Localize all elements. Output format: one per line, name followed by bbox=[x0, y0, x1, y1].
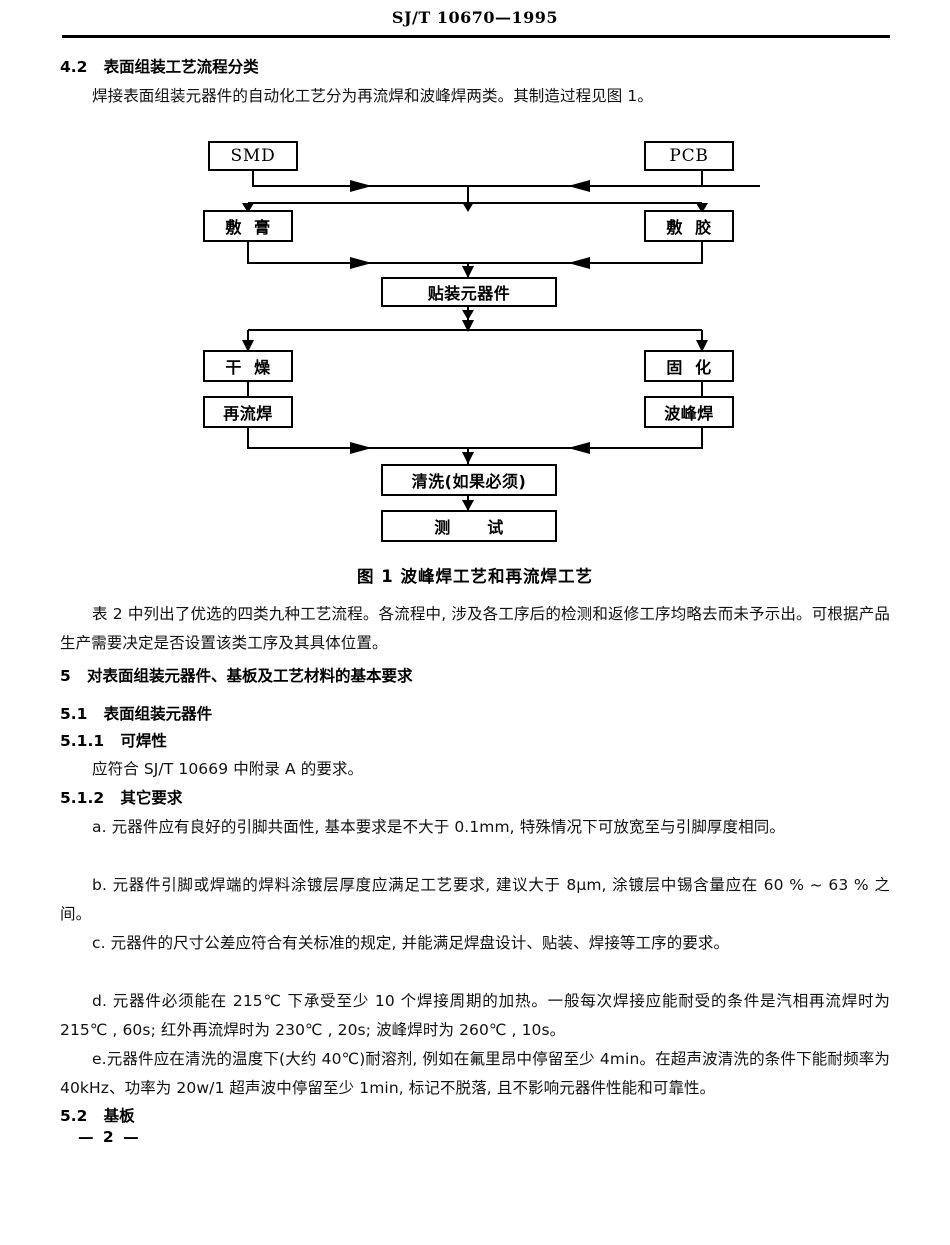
flow-node-solder-paste[interactable]: 敷 膏 bbox=[203, 210, 293, 242]
list-item-d: d. 元器件必须能在 215℃ 下承受至少 10 个焊接周期的加热。一般每次焊接… bbox=[60, 992, 890, 1039]
section-heading-5: 5 对表面组装元器件、基板及工艺材料的基本要求 bbox=[60, 667, 413, 685]
flow-node-drying[interactable]: 干 燥 bbox=[203, 350, 293, 382]
section-heading-5-1-2: 5.1.2 其它要求 bbox=[60, 789, 183, 807]
list-item-a: a. 元器件应有良好的引脚共面性, 基本要求是不大于 0.1mm, 特殊情况下可… bbox=[92, 818, 785, 836]
paragraph-after-figure: 表 2 中列出了优选的四类九种工艺流程。各流程中, 涉及各工序后的检测和返修工序… bbox=[60, 605, 890, 652]
section-body-4-2: 焊接表面组装元器件的自动化工艺分为再流焊和波峰焊两类。其制造过程见图 1。 bbox=[92, 87, 653, 105]
flow-node-adhesive[interactable]: 敷 胶 bbox=[644, 210, 734, 242]
figure-caption: 图 1 波峰焊工艺和再流焊工艺 bbox=[357, 567, 593, 586]
list-item-b: b. 元器件引脚或焊端的焊料涂镀层厚度应满足工艺要求, 建议大于 8μm, 涂镀… bbox=[60, 876, 890, 923]
flow-node-curing[interactable]: 固 化 bbox=[644, 350, 734, 382]
list-item-c: c. 元器件的尺寸公差应符合有关标准的规定, 并能满足焊盘设计、贴装、焊接等工序… bbox=[92, 934, 730, 952]
flow-node-cleaning[interactable]: 清洗(如果必须) bbox=[381, 464, 557, 496]
flow-node-place-components[interactable]: 贴装元器件 bbox=[381, 277, 557, 307]
list-item-e: e.元器件应在清洗的温度下(大约 40℃)耐溶剂, 例如在氟里昂中停留至少 4m… bbox=[60, 1050, 890, 1097]
page-number: — 2 — bbox=[78, 1128, 141, 1146]
flow-node-reflow-soldering[interactable]: 再流焊 bbox=[203, 396, 293, 428]
flow-arrowheads bbox=[242, 180, 708, 511]
flow-node-smd[interactable]: SMD bbox=[208, 141, 298, 171]
section-heading-4-2: 4.2 表面组装工艺流程分类 bbox=[60, 58, 259, 76]
section-body-5-1-1: 应符合 SJ/T 10669 中附录 A 的要求。 bbox=[92, 760, 364, 778]
standard-number-header: SJ/T 10670—1995 bbox=[391, 8, 559, 27]
section-heading-5-2: 5.2 基板 bbox=[60, 1107, 135, 1125]
flow-node-wave-soldering[interactable]: 波峰焊 bbox=[644, 396, 734, 428]
flow-node-testing[interactable]: 测 试 bbox=[381, 510, 557, 542]
header-rule bbox=[62, 35, 890, 38]
section-heading-5-1: 5.1 表面组装元器件 bbox=[60, 705, 213, 723]
section-heading-5-1-1: 5.1.1 可焊性 bbox=[60, 732, 167, 750]
flow-node-pcb[interactable]: PCB bbox=[644, 141, 734, 171]
